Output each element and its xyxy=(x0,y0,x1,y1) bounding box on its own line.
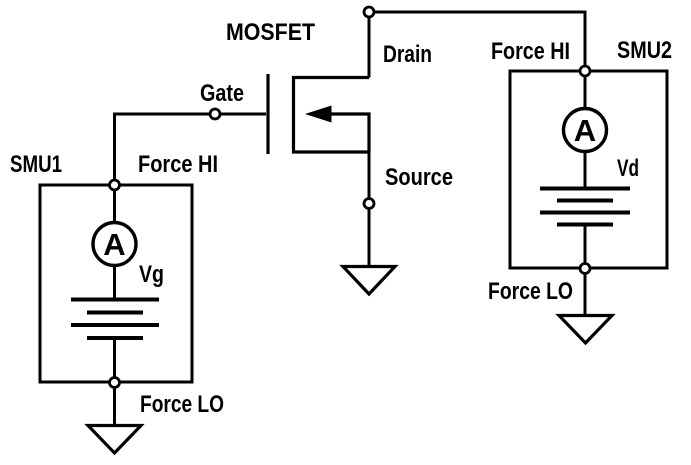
mosfet-body-arrow-head xyxy=(305,105,332,123)
smu1-ground-symbol xyxy=(84,423,145,456)
source-label: Source xyxy=(385,164,453,191)
smu1-group: A SMU1 Force HI Vg Force LO xyxy=(10,151,224,456)
smu2-ground-symbol xyxy=(555,313,616,346)
smu1-ammeter-letter: A xyxy=(103,227,125,262)
smu1-force-lo-label: Force LO xyxy=(140,391,224,418)
drain-terminal xyxy=(362,5,376,19)
smu2-voltage-label: Vd xyxy=(617,155,639,182)
smu1-force-hi-terminal xyxy=(108,178,121,192)
smu2-group: A Force HI SMU2 Vd Force LO xyxy=(488,37,672,346)
gate-label: Gate xyxy=(200,80,244,107)
source-ground-symbol xyxy=(339,264,399,297)
smu1-ammeter-circle xyxy=(91,220,138,268)
smu2-ammeter-circle xyxy=(561,106,609,154)
smu2-battery-symbol xyxy=(540,186,630,227)
source-terminal xyxy=(362,197,376,210)
mosfet-symbol: MOSFET Gate Drain Source xyxy=(200,5,453,297)
drain-label: Drain xyxy=(383,41,432,68)
mosfet-body-arrow-shaft xyxy=(331,112,371,152)
smu1-name-label: SMU1 xyxy=(10,151,62,178)
smu2-ammeter-letter: A xyxy=(574,113,596,148)
drain-wire xyxy=(367,10,587,78)
mosfet-channel-body xyxy=(291,75,369,154)
smu1-force-lo-terminal xyxy=(108,376,121,389)
smu2-force-lo-terminal xyxy=(578,262,592,275)
smu2-name-label: SMU2 xyxy=(617,37,672,64)
mosfet-title-label: MOSFET xyxy=(226,19,315,46)
smu2-force-lo-label: Force LO xyxy=(488,278,573,305)
smu1-voltage-label: Vg xyxy=(139,261,164,288)
smu2-enclosure-box xyxy=(508,69,669,270)
smu1-force-hi-label: Force HI xyxy=(138,151,218,178)
smu2-force-hi-terminal xyxy=(578,64,592,78)
gate-terminal xyxy=(208,107,222,121)
smu2-force-hi-label: Force HI xyxy=(491,38,570,65)
smu1-battery-symbol xyxy=(71,297,159,340)
